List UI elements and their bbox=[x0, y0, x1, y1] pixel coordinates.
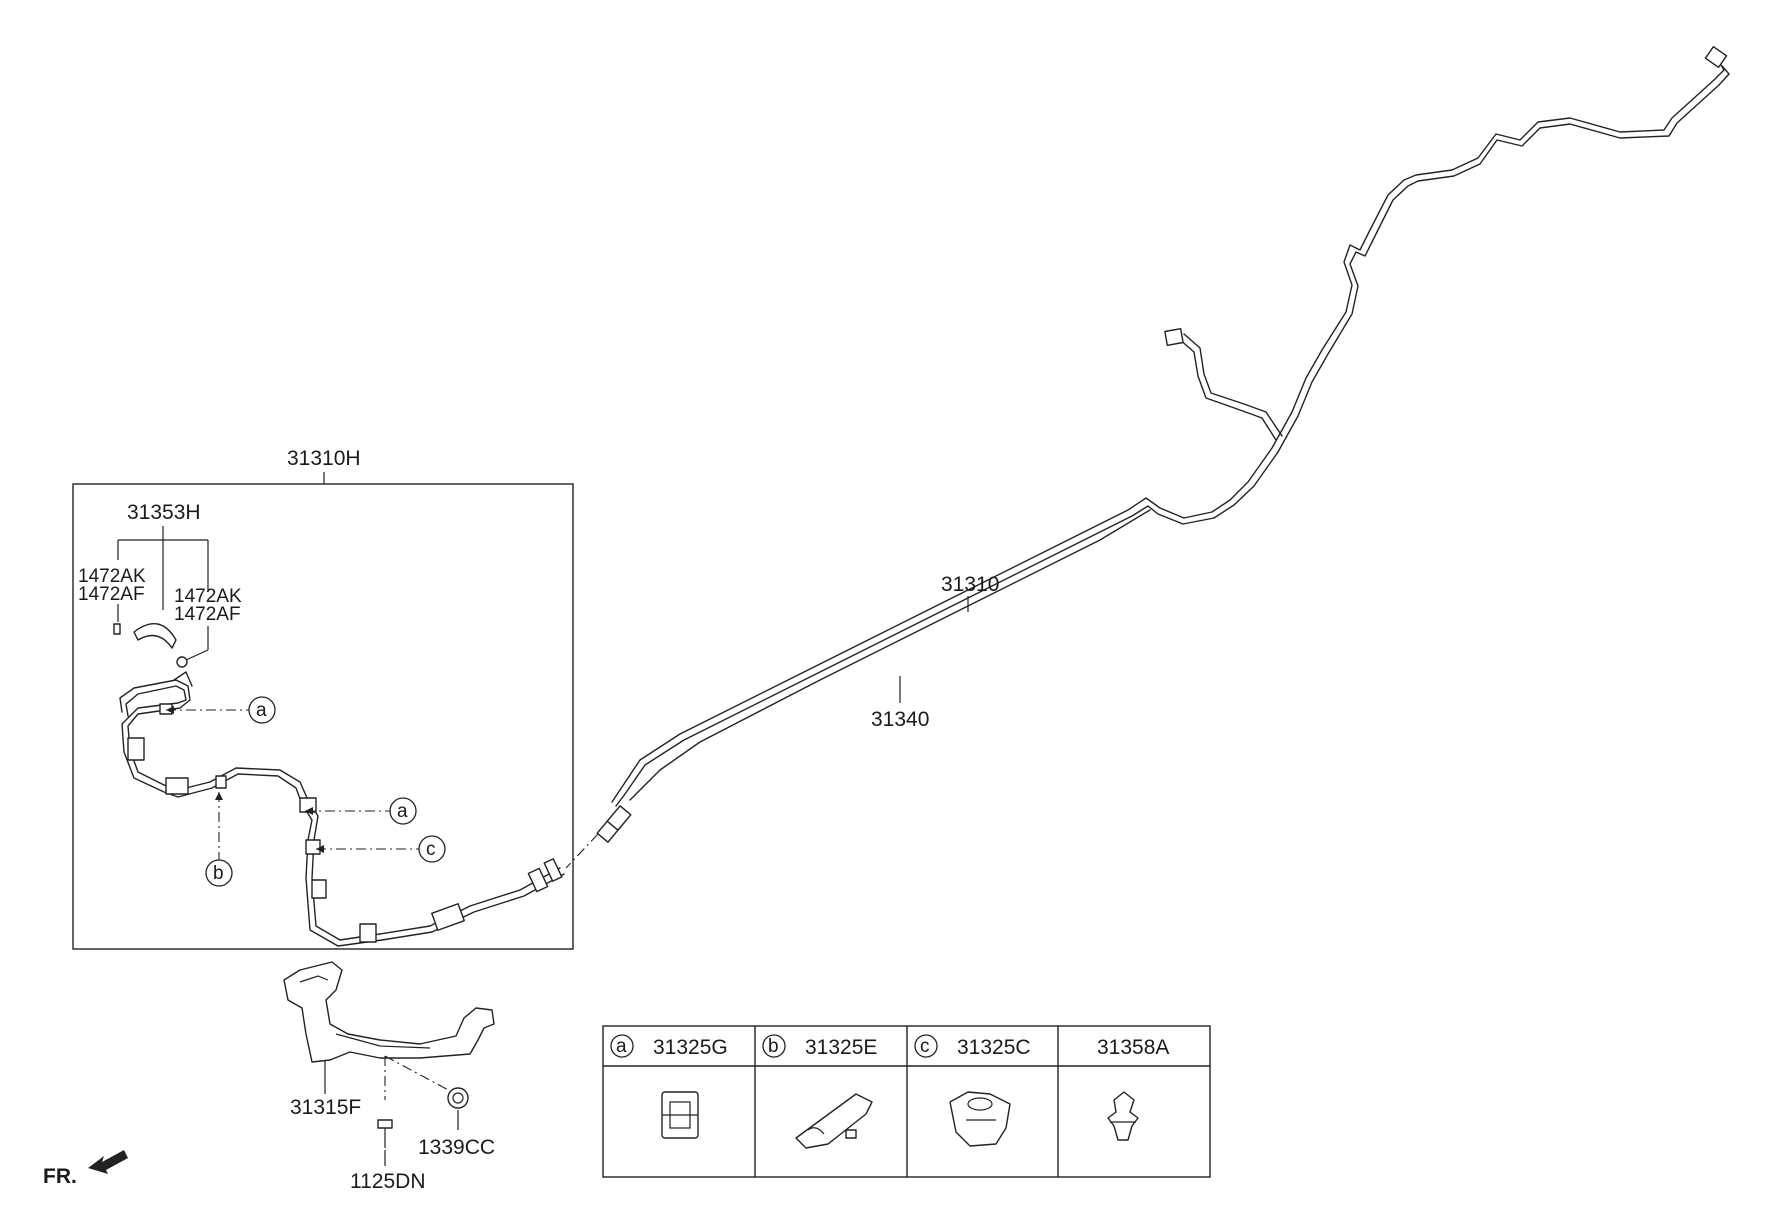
tube-assembly bbox=[119, 671, 565, 947]
clamp-icon bbox=[113, 623, 121, 635]
svg-text:a: a bbox=[616, 1036, 627, 1057]
callout-b: b bbox=[205, 859, 233, 887]
callout-c: c bbox=[418, 835, 446, 863]
legend-col-b: b 31325E bbox=[762, 1034, 877, 1149]
svg-text:c: c bbox=[920, 1036, 930, 1057]
legend-part-a: 31325G bbox=[653, 1036, 728, 1059]
bolt-part bbox=[377, 1119, 393, 1148]
label-tube-vapor: 31340 bbox=[871, 708, 929, 731]
fuel-tube-main bbox=[596, 45, 1730, 843]
label-bracket: 31315F bbox=[290, 1096, 361, 1119]
clip-clamp-icon bbox=[949, 1091, 1011, 1147]
svg-text:b: b bbox=[768, 1036, 779, 1057]
label-clamp-right-2: 1472AF bbox=[174, 604, 241, 625]
push-pin-clip-icon bbox=[1107, 1091, 1139, 1141]
legend-col-a: a 31325G bbox=[610, 1034, 728, 1139]
label-hose: 31353H bbox=[127, 501, 201, 524]
svg-text:b: b bbox=[213, 863, 224, 884]
legend-col-c: c 31325C bbox=[914, 1034, 1031, 1147]
legend-part-d: 31358A bbox=[1097, 1036, 1169, 1059]
label-bolt: 1125DN bbox=[350, 1170, 426, 1193]
label-front: FR. bbox=[43, 1165, 77, 1188]
svg-text:c: c bbox=[426, 839, 436, 860]
assembly-box bbox=[72, 483, 574, 950]
callout-a-1: a bbox=[248, 696, 276, 724]
callout-a-2: a bbox=[389, 797, 417, 825]
label-clamp-left-1: 1472AK bbox=[78, 566, 146, 587]
label-assembly: 31310H bbox=[287, 447, 361, 470]
label-clamp-left-2: 1472AF bbox=[78, 584, 145, 605]
svg-text:a: a bbox=[397, 801, 408, 822]
legend-part-c: 31325C bbox=[957, 1036, 1031, 1059]
legend-part-b: 31325E bbox=[805, 1036, 877, 1059]
label-nut: 1339CC bbox=[418, 1136, 495, 1159]
label-clamp-right-1: 1472AK bbox=[174, 586, 242, 607]
hose-icon bbox=[133, 623, 177, 649]
nut-part bbox=[447, 1087, 469, 1109]
label-tube-main: 31310 bbox=[941, 573, 999, 596]
clip-holder-icon bbox=[795, 1093, 873, 1149]
legend-table: a 31325G b 31325E c 31325C bbox=[602, 1025, 1211, 1178]
clamp-ring-icon bbox=[176, 656, 188, 668]
front-direction-arrow-icon bbox=[88, 1150, 128, 1174]
bracket-part bbox=[283, 961, 495, 1063]
legend-col-d: 31358A bbox=[1097, 1036, 1169, 1141]
clip-block-icon bbox=[661, 1091, 699, 1139]
svg-text:a: a bbox=[256, 700, 267, 721]
